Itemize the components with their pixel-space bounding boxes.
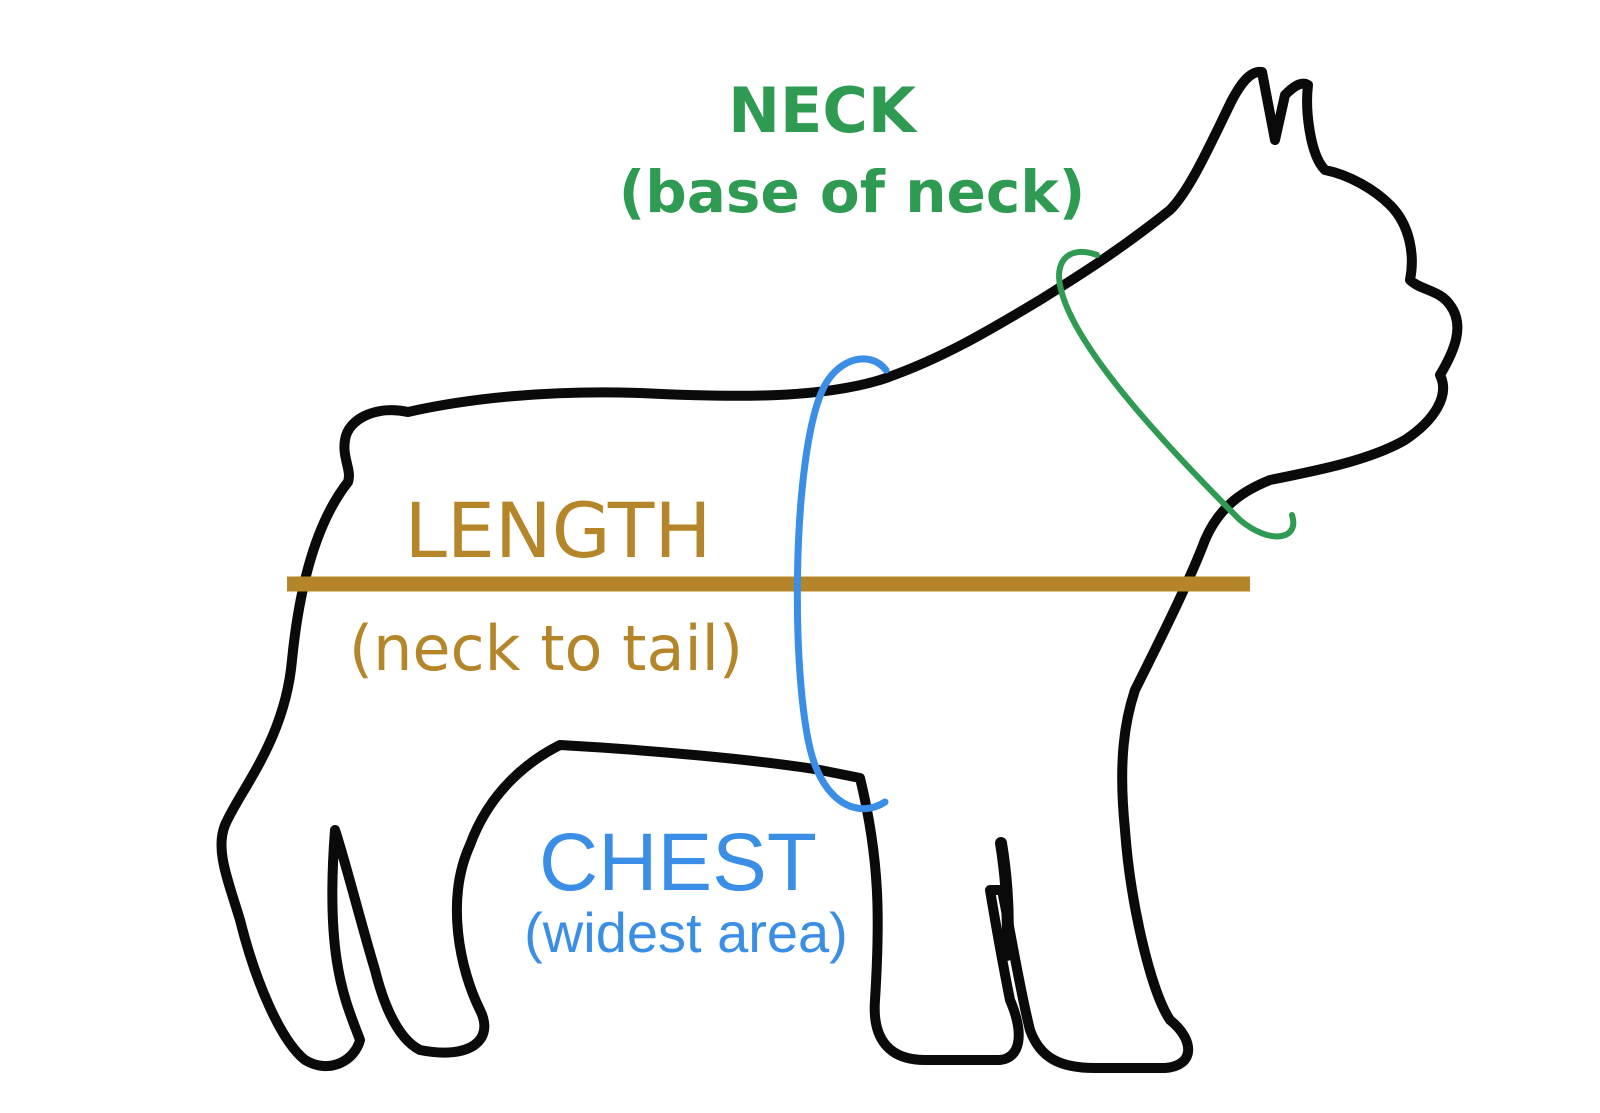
length-label: LENGTH [405, 486, 712, 575]
length-sublabel: (neck to tail) [349, 612, 743, 685]
chest-measure-loop [793, 355, 890, 813]
chest-sublabel: (widest area) [524, 901, 848, 964]
dog-body-outline [216, 66, 1463, 1073]
length-measurement: LENGTH (neck to tail) [287, 486, 1250, 685]
chest-label: CHEST [539, 817, 817, 908]
neck-sublabel: (base of neck) [619, 158, 1086, 226]
front-leg-inner-line [995, 837, 1014, 961]
neck-label: NECK [728, 74, 918, 147]
dog-silhouette [216, 66, 1463, 1073]
chest-measurement: CHEST (widest area) [524, 355, 890, 964]
neck-measurement: NECK (base of neck) [619, 74, 1297, 540]
neck-measure-loop [1056, 248, 1297, 540]
